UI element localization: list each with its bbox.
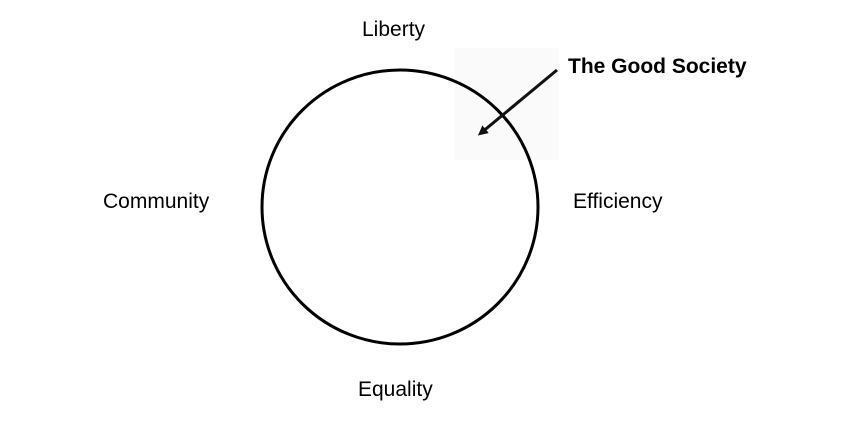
label-liberty: Liberty (362, 18, 426, 41)
label-the-good-society: The Good Society (568, 55, 747, 78)
highlight-box (455, 48, 559, 160)
good-society-circle (260, 68, 540, 346)
label-efficiency: Efficiency (573, 190, 663, 213)
label-community: Community (103, 190, 210, 213)
label-equality: Equality (358, 378, 433, 401)
pointer-arrow (477, 68, 558, 136)
